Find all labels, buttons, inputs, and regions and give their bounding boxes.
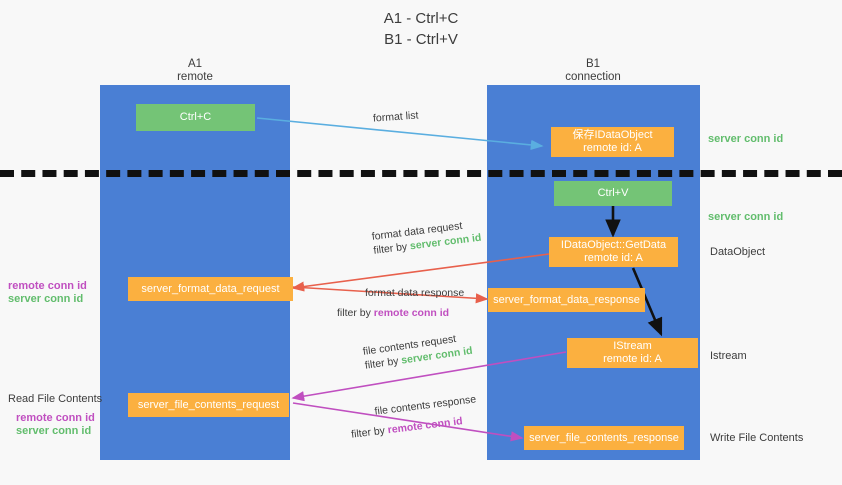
arrow-label-file-contents-request: file contents request filter by server c… xyxy=(362,330,473,373)
box-ctrl-v[interactable]: Ctrl+V xyxy=(554,181,672,206)
box-istream-line2: remote id: A xyxy=(603,353,662,365)
box-idataobject-line2: remote id: A xyxy=(583,142,642,154)
box-istream[interactable]: IStream remote id: A xyxy=(567,338,698,368)
right-label-server-conn-id-top: server conn id xyxy=(708,133,784,145)
box-server-file-contents-request-label: server_file_contents_request xyxy=(137,398,280,411)
phase-divider xyxy=(0,170,842,177)
left-label-read-file-contents: Read File Contents xyxy=(8,393,103,405)
box-server-file-contents-response-label: server_file_contents_response xyxy=(529,431,679,444)
left-label-remote-conn-id-lower: remote conn id xyxy=(16,412,95,424)
arrow-label-format-list-text: format list xyxy=(372,109,419,125)
box-ctrl-c[interactable]: Ctrl+C xyxy=(136,104,255,131)
box-idataobject[interactable]: 保存IDataObject remote id: A xyxy=(551,127,674,157)
box-idataobject-line1: 保存IDataObject xyxy=(572,129,653,141)
box-server-format-data-request-label: server_format_data_request xyxy=(141,282,280,295)
box-getdata-line1: IDataObject::GetData xyxy=(560,239,667,251)
lane-header-a1: A1 remote xyxy=(177,58,213,83)
box-server-format-data-request[interactable]: server_format_data_request xyxy=(128,277,293,301)
right-label-dataobject: DataObject xyxy=(710,246,766,258)
box-server-file-contents-request[interactable]: server_file_contents_request xyxy=(128,393,289,417)
left-label-remote-conn-id-upper: remote conn id xyxy=(8,280,87,292)
box-server-format-data-response-label: server_format_data_response xyxy=(493,293,640,306)
box-server-format-data-response[interactable]: server_format_data_response xyxy=(488,288,645,312)
arrow-label-format-data-response: format data response filter by remote co… xyxy=(337,286,464,320)
right-label-istream: Istream xyxy=(710,350,747,362)
box-getdata-line2: remote id: A xyxy=(584,252,643,264)
arrow-label-format-data-response-line2: filter by remote conn id xyxy=(337,300,464,320)
page-title: A1 - Ctrl+C B1 - Ctrl+V xyxy=(383,10,459,48)
filter-by-prefix: filter by xyxy=(337,307,374,319)
remote-conn-id-key: remote conn id xyxy=(387,415,464,437)
box-idataobject-getdata[interactable]: IDataObject::GetData remote id: A xyxy=(549,237,678,267)
arrow-label-format-list: format list xyxy=(373,108,419,125)
left-label-server-conn-id-lower: server conn id xyxy=(16,425,92,437)
remote-conn-id-key: remote conn id xyxy=(373,307,450,319)
right-label-server-conn-id-mid: server conn id xyxy=(708,211,784,223)
arrow-label-format-data-request: format data request filter by server con… xyxy=(371,217,482,258)
arrow-label-file-contents-response: file contents response filter by remote … xyxy=(348,392,479,441)
box-server-file-contents-response[interactable]: server_file_contents_response xyxy=(524,426,684,450)
filter-by-prefix: filter by xyxy=(372,240,411,257)
filter-by-prefix: filter by xyxy=(364,354,403,372)
filter-by-prefix: filter by xyxy=(350,424,389,441)
lane-header-b1: B1 connection xyxy=(565,58,621,83)
box-ctrl-v-label: Ctrl+V xyxy=(597,187,629,199)
left-label-server-conn-id-upper: server conn id xyxy=(8,293,84,305)
box-ctrl-c-label: Ctrl+C xyxy=(179,111,212,123)
box-istream-line1: IStream xyxy=(613,340,652,352)
arrow-label-format-data-response-line1: format data response xyxy=(365,287,465,299)
right-label-write-file-contents: Write File Contents xyxy=(710,432,804,444)
